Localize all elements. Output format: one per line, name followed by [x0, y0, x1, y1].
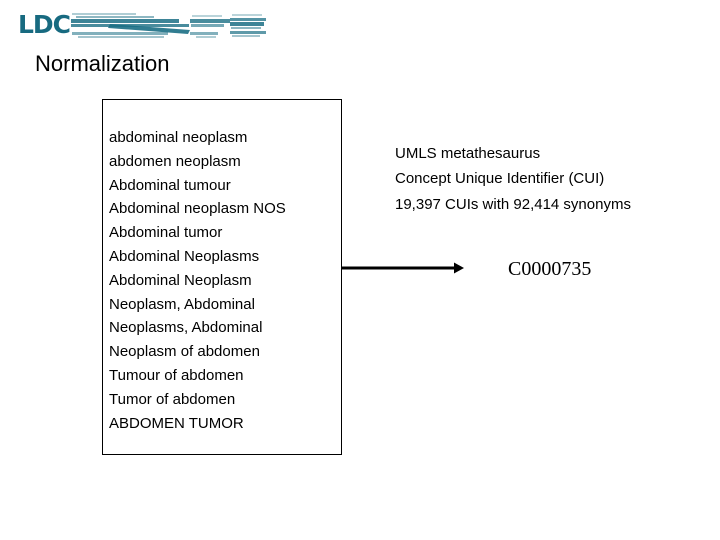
ldc-banner-artwork — [70, 10, 268, 42]
list-item: Neoplasms, Abdominal — [109, 319, 263, 337]
synonym-list-box: abdominal neoplasm abdomen neoplasm Abdo… — [102, 99, 342, 455]
list-item: Abdominal neoplasm NOS — [109, 200, 286, 218]
list-item: Tumor of abdomen — [109, 390, 236, 408]
list-item: Abdominal Neoplasm — [109, 271, 252, 289]
logo-band: LDC — [18, 10, 268, 42]
page-title: Normalization — [35, 51, 170, 76]
list-item: Abdominal tumor — [109, 224, 223, 242]
umls-info-block: UMLS metathesaurus Concept Unique Identi… — [395, 141, 705, 217]
ldc-logo-text: LDC — [18, 10, 71, 39]
list-item: Abdominal Neoplasms — [109, 247, 260, 265]
list-item: Tumour of abdomen — [109, 366, 244, 384]
list-item: Neoplasm of abdomen — [109, 343, 260, 361]
info-line-cui-label: Concept Unique Identifier (CUI) — [395, 170, 605, 188]
info-line-counts: 19,397 CUIs with 92,414 synonyms — [395, 195, 631, 213]
list-item: abdomen neoplasm — [109, 152, 241, 170]
synonym-list: abdominal neoplasm abdomen neoplasm Abdo… — [109, 126, 339, 435]
list-item: Neoplasm, Abdominal — [109, 295, 255, 313]
cui-value: C0000735 — [508, 258, 592, 280]
list-item: abdominal neoplasm — [109, 129, 248, 146]
list-item: ABDOMEN TUMOR — [109, 414, 244, 432]
list-item: Abdominal tumour — [109, 176, 231, 194]
arrow-right-icon — [342, 256, 466, 280]
info-line-source: UMLS metathesaurus — [395, 145, 541, 162]
